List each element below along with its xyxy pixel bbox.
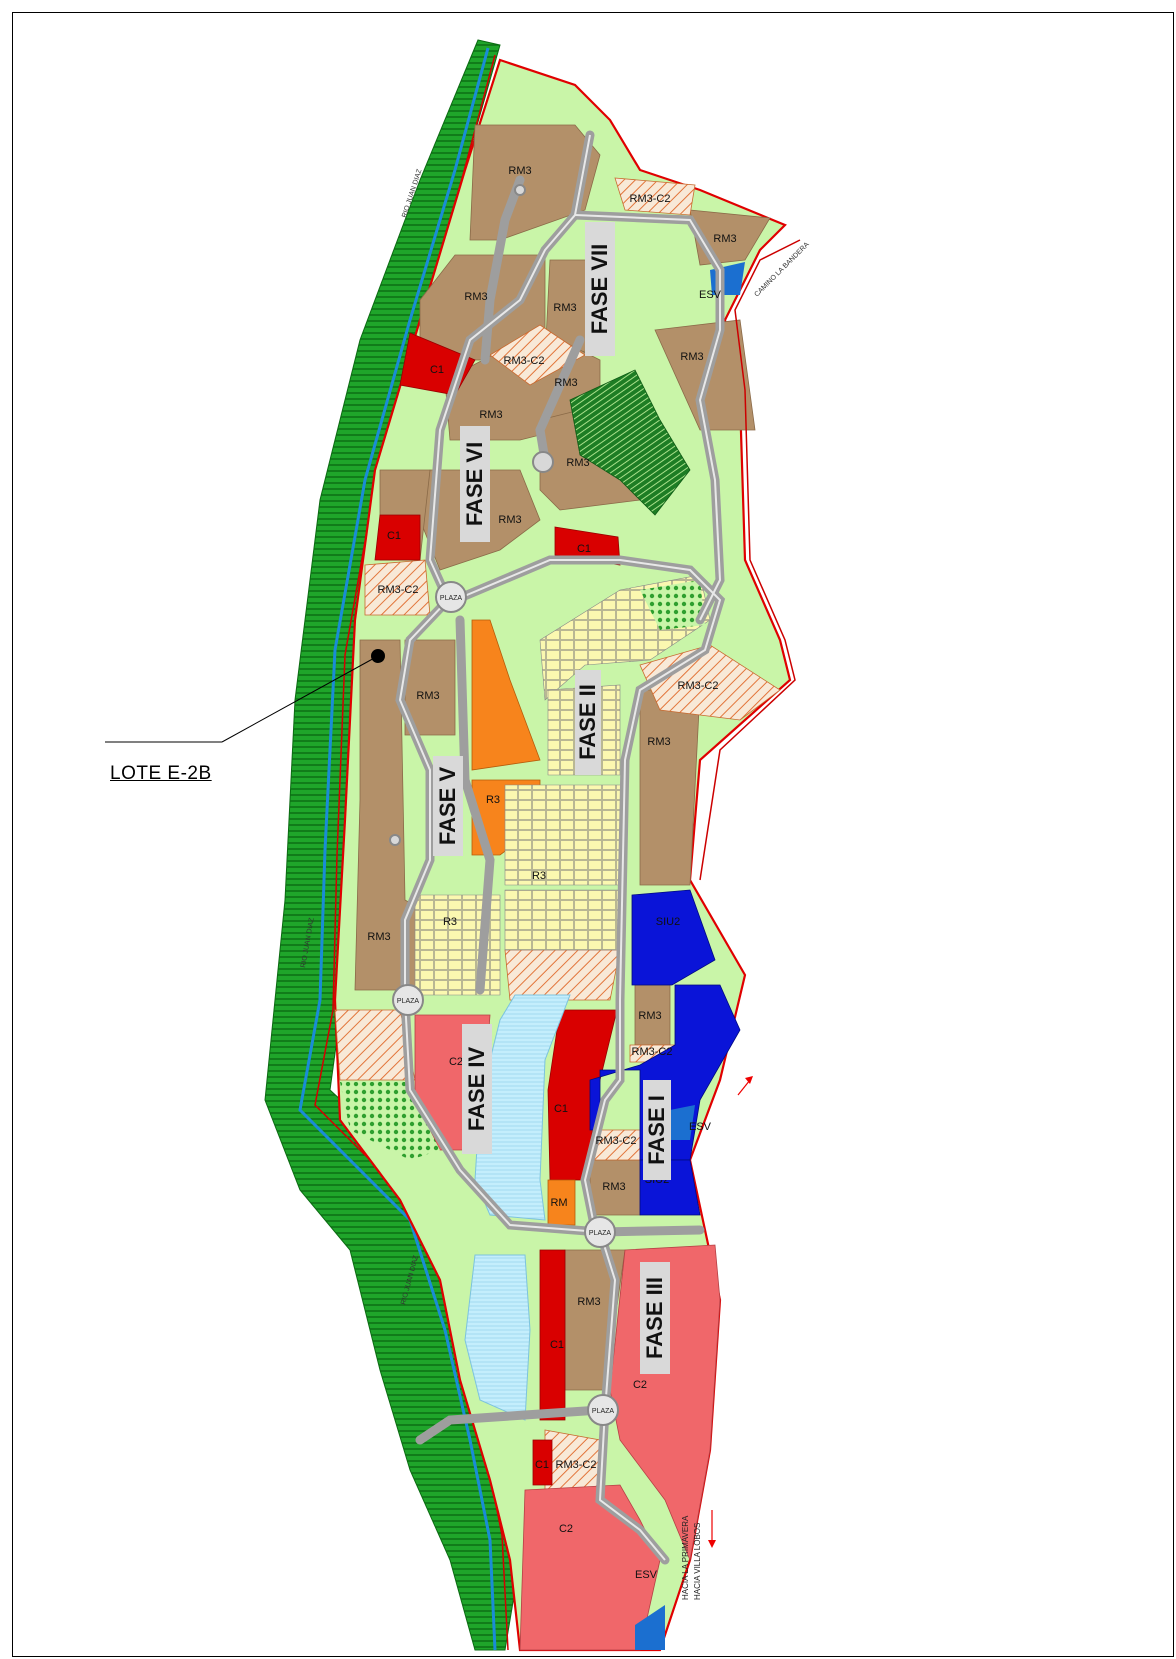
- svg-text:ESV: ESV: [699, 289, 722, 301]
- svg-text:R3: R3: [443, 916, 457, 928]
- phase-label-iii: FASE III: [640, 1262, 670, 1374]
- svg-text:RM3: RM3: [602, 1181, 625, 1193]
- svg-text:RM3: RM3: [680, 351, 703, 363]
- svg-text:C2: C2: [559, 1523, 573, 1535]
- svg-text:RM3: RM3: [479, 409, 502, 421]
- svg-text:RM3-C2: RM3-C2: [678, 680, 719, 692]
- svg-text:RM3-C2: RM3-C2: [556, 1459, 597, 1471]
- svg-text:HACIA LA PRIMAVERA: HACIA LA PRIMAVERA: [681, 1515, 690, 1600]
- phase-label-i: FASE I: [643, 1080, 671, 1180]
- phase-label-vii: FASE VII: [585, 222, 615, 356]
- svg-text:RM3: RM3: [553, 302, 576, 314]
- forest-area: [569, 369, 691, 516]
- svg-text:FASE VI: FASE VI: [462, 442, 487, 526]
- svg-text:RM3: RM3: [566, 457, 589, 469]
- phase-label-v: FASE V: [433, 756, 463, 856]
- svg-text:C2: C2: [633, 1379, 647, 1391]
- svg-text:PLAZA: PLAZA: [592, 1408, 615, 1415]
- svg-text:RM3: RM3: [638, 1010, 661, 1022]
- plazas: [392, 581, 619, 1426]
- svg-text:HACIA VILLA LOBOS: HACIA VILLA LOBOS: [693, 1523, 702, 1600]
- svg-text:RM3: RM3: [464, 291, 487, 303]
- svg-text:RM3: RM3: [416, 690, 439, 702]
- siu2-parcels: [589, 889, 741, 1216]
- svg-text:RM3-C2: RM3-C2: [632, 1046, 673, 1058]
- phase-label-iv: FASE IV: [462, 1024, 492, 1154]
- svg-text:FASE VII: FASE VII: [587, 244, 612, 334]
- svg-text:RM: RM: [550, 1197, 567, 1209]
- direction-labels: HACIA LA PRIMAVERA HACIA VILLA LOBOS: [681, 1076, 753, 1600]
- svg-text:C2: C2: [449, 1056, 463, 1068]
- svg-text:RM3: RM3: [554, 377, 577, 389]
- svg-text:RM3-C2: RM3-C2: [378, 584, 419, 596]
- phase-label-ii: FASE II: [575, 670, 601, 775]
- road-centerline: [398, 134, 722, 1561]
- svg-text:SIU2: SIU2: [656, 916, 680, 928]
- svg-text:C1: C1: [535, 1459, 549, 1471]
- c1-parcels: [374, 332, 621, 1486]
- phase-label-vi: FASE VI: [460, 426, 490, 542]
- svg-text:FASE IV: FASE IV: [464, 1046, 489, 1131]
- svg-text:R3: R3: [532, 870, 546, 882]
- svg-text:PLAZA: PLAZA: [440, 595, 463, 602]
- svg-text:RM3: RM3: [577, 1296, 600, 1308]
- svg-text:RM3-C2: RM3-C2: [630, 193, 671, 205]
- svg-text:RM3-C2: RM3-C2: [504, 355, 545, 367]
- svg-text:C1: C1: [430, 364, 444, 376]
- cul-de-sacs: [389, 184, 554, 846]
- svg-text:C1: C1: [554, 1103, 568, 1115]
- zone-labels: RM3 RM3-C2 RM3 ESV RM3 RM3 RM3 RM3-C2 C1…: [367, 165, 736, 1581]
- residential-blocks: [414, 574, 711, 996]
- svg-text:RM3: RM3: [647, 736, 670, 748]
- map-frame: [12, 12, 1174, 1657]
- svg-text:ESV: ESV: [689, 1121, 712, 1133]
- svg-text:RM3: RM3: [498, 514, 521, 526]
- plaza-labels: PLAZA PLAZA PLAZA PLAZA: [397, 595, 615, 1415]
- lot-callout-leader: [105, 649, 385, 743]
- highway: [699, 239, 801, 881]
- svg-text:FASE I: FASE I: [644, 1095, 669, 1165]
- lot-callout-label: LOTE E-2B: [110, 763, 212, 784]
- svg-text:PLAZA: PLAZA: [589, 1230, 612, 1237]
- svg-text:RM3: RM3: [508, 165, 531, 177]
- lakes: [464, 994, 571, 1421]
- svg-text:FASE V: FASE V: [435, 767, 460, 846]
- svg-text:FASE III: FASE III: [642, 1277, 667, 1359]
- svg-text:RM3: RM3: [367, 931, 390, 943]
- svg-text:C1: C1: [577, 543, 591, 555]
- svg-text:R3: R3: [486, 794, 500, 806]
- svg-text:RM3: RM3: [713, 233, 736, 245]
- svg-text:PLAZA: PLAZA: [397, 998, 420, 1005]
- svg-text:C1: C1: [550, 1339, 564, 1351]
- svg-text:C1: C1: [387, 530, 401, 542]
- svg-text:RM3-C2: RM3-C2: [596, 1135, 637, 1147]
- svg-text:FASE II: FASE II: [575, 684, 600, 760]
- svg-text:ESV: ESV: [635, 1569, 658, 1581]
